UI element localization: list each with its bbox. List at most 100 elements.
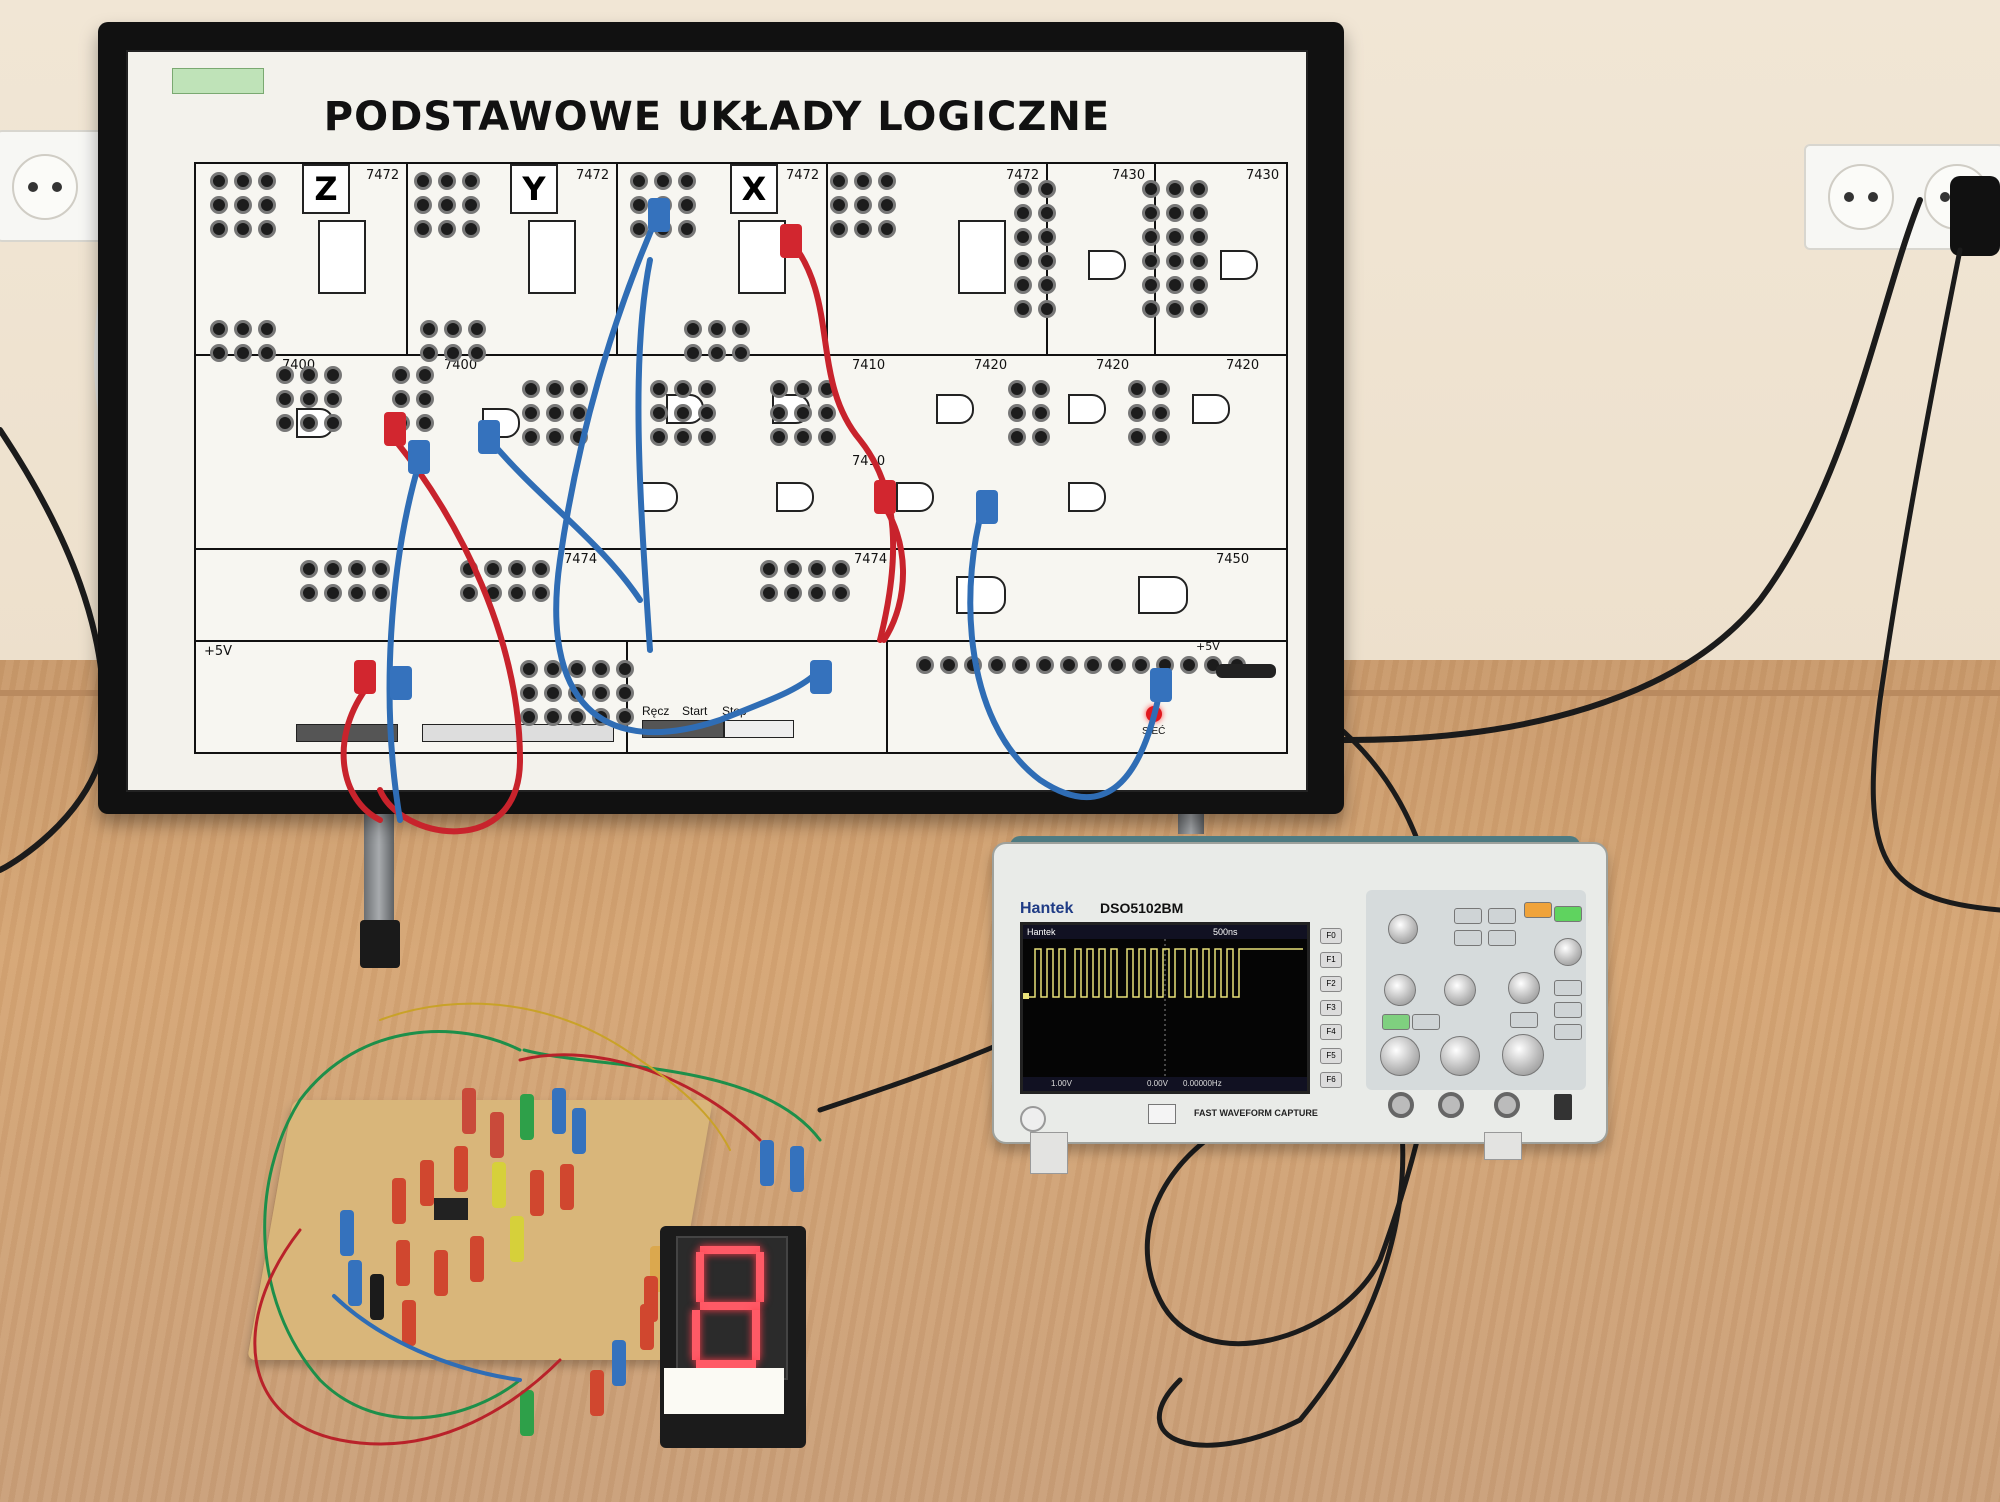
- banana-post[interactable]: [402, 1300, 416, 1346]
- jack-socket[interactable]: [258, 196, 276, 214]
- banana-post[interactable]: [790, 1146, 804, 1192]
- jack-socket[interactable]: [462, 172, 480, 190]
- jack-socket[interactable]: [522, 380, 540, 398]
- f2-button[interactable]: F2: [1320, 976, 1342, 992]
- jack-socket[interactable]: [830, 220, 848, 238]
- jack-socket[interactable]: [444, 344, 462, 362]
- jack-socket[interactable]: [300, 414, 318, 432]
- jack-socket[interactable]: [210, 344, 228, 362]
- jack-socket[interactable]: [210, 220, 228, 238]
- run-stop-button[interactable]: [1554, 906, 1582, 922]
- banana-post[interactable]: [492, 1162, 506, 1208]
- jack-socket[interactable]: [1014, 276, 1032, 294]
- f0-button[interactable]: F0: [1320, 928, 1342, 944]
- jack-socket[interactable]: [1204, 656, 1222, 674]
- f3-button[interactable]: F3: [1320, 1000, 1342, 1016]
- f1-button[interactable]: F1: [1320, 952, 1342, 968]
- banana-post[interactable]: [612, 1340, 626, 1386]
- jack-socket[interactable]: [1032, 380, 1050, 398]
- jack-socket[interactable]: [1038, 228, 1056, 246]
- horizontal-position-knob[interactable]: [1508, 972, 1540, 1004]
- trigger-level-knob[interactable]: [1554, 938, 1582, 966]
- jack-socket[interactable]: [1228, 656, 1246, 674]
- jack-socket[interactable]: [348, 560, 366, 578]
- jack-socket[interactable]: [674, 380, 692, 398]
- jack-socket[interactable]: [678, 172, 696, 190]
- jack-socket[interactable]: [1032, 404, 1050, 422]
- menu-button[interactable]: [1454, 930, 1482, 946]
- jack-socket[interactable]: [1166, 180, 1184, 198]
- jack-socket[interactable]: [1008, 428, 1026, 446]
- jack-socket[interactable]: [276, 366, 294, 384]
- ch2-input-bnc[interactable]: [1438, 1092, 1464, 1118]
- menu-button[interactable]: [1454, 908, 1482, 924]
- jack-socket[interactable]: [854, 172, 872, 190]
- f5-button[interactable]: F5: [1320, 1048, 1342, 1064]
- jack-socket[interactable]: [616, 708, 634, 726]
- jack-socket[interactable]: [568, 660, 586, 678]
- jack-socket[interactable]: [650, 428, 668, 446]
- jack-socket[interactable]: [324, 390, 342, 408]
- jack-socket[interactable]: [1128, 380, 1146, 398]
- banana-post[interactable]: [640, 1304, 654, 1350]
- force-button[interactable]: [1554, 1024, 1582, 1040]
- banana-post[interactable]: [552, 1088, 566, 1134]
- jack-socket[interactable]: [570, 380, 588, 398]
- jack-socket[interactable]: [544, 708, 562, 726]
- jack-socket[interactable]: [1142, 252, 1160, 270]
- jack-socket[interactable]: [1128, 404, 1146, 422]
- banana-post[interactable]: [454, 1146, 468, 1192]
- banana-post[interactable]: [340, 1210, 354, 1256]
- horizontal-menu-button[interactable]: [1510, 1012, 1538, 1028]
- jack-socket[interactable]: [818, 428, 836, 446]
- jack-socket[interactable]: [1014, 300, 1032, 318]
- jack-socket[interactable]: [698, 380, 716, 398]
- jack-socket[interactable]: [1166, 204, 1184, 222]
- jack-socket[interactable]: [520, 708, 538, 726]
- jack-socket[interactable]: [794, 380, 812, 398]
- jack-socket[interactable]: [544, 684, 562, 702]
- banana-post[interactable]: [348, 1260, 362, 1306]
- jack-socket[interactable]: [854, 220, 872, 238]
- jack-socket[interactable]: [1128, 428, 1146, 446]
- multipurpose-knob[interactable]: [1388, 914, 1418, 944]
- jack-socket[interactable]: [300, 584, 318, 602]
- jack-socket[interactable]: [830, 172, 848, 190]
- jack-socket[interactable]: [1132, 656, 1150, 674]
- ch1-volts-knob[interactable]: [1380, 1036, 1420, 1076]
- jack-socket[interactable]: [462, 220, 480, 238]
- jack-socket[interactable]: [1190, 276, 1208, 294]
- jack-socket[interactable]: [770, 404, 788, 422]
- jack-socket[interactable]: [654, 220, 672, 238]
- jack-socket[interactable]: [592, 684, 610, 702]
- jack-socket[interactable]: [854, 196, 872, 214]
- jack-socket[interactable]: [392, 390, 410, 408]
- jack-socket[interactable]: [794, 428, 812, 446]
- jack-socket[interactable]: [1166, 276, 1184, 294]
- jack-socket[interactable]: [1084, 656, 1102, 674]
- jack-socket[interactable]: [592, 708, 610, 726]
- jack-socket[interactable]: [654, 196, 672, 214]
- ch1-position-knob[interactable]: [1384, 974, 1416, 1006]
- jack-socket[interactable]: [654, 172, 672, 190]
- input-switch-bank[interactable]: [422, 724, 614, 742]
- jack-socket[interactable]: [1190, 300, 1208, 318]
- jack-socket[interactable]: [234, 320, 252, 338]
- jack-socket[interactable]: [570, 404, 588, 422]
- jack-socket[interactable]: [878, 172, 896, 190]
- jack-socket[interactable]: [808, 584, 826, 602]
- jack-socket[interactable]: [234, 172, 252, 190]
- jack-socket[interactable]: [1008, 404, 1026, 422]
- jack-socket[interactable]: [416, 366, 434, 384]
- set-50-button[interactable]: [1554, 1002, 1582, 1018]
- jack-socket[interactable]: [210, 320, 228, 338]
- jack-socket[interactable]: [438, 196, 456, 214]
- jack-socket[interactable]: [708, 320, 726, 338]
- banana-post[interactable]: [760, 1140, 774, 1186]
- jack-socket[interactable]: [832, 584, 850, 602]
- jack-socket[interactable]: [420, 320, 438, 338]
- jack-socket[interactable]: [1142, 276, 1160, 294]
- jack-socket[interactable]: [1012, 656, 1030, 674]
- jack-socket[interactable]: [1038, 204, 1056, 222]
- jack-socket[interactable]: [392, 366, 410, 384]
